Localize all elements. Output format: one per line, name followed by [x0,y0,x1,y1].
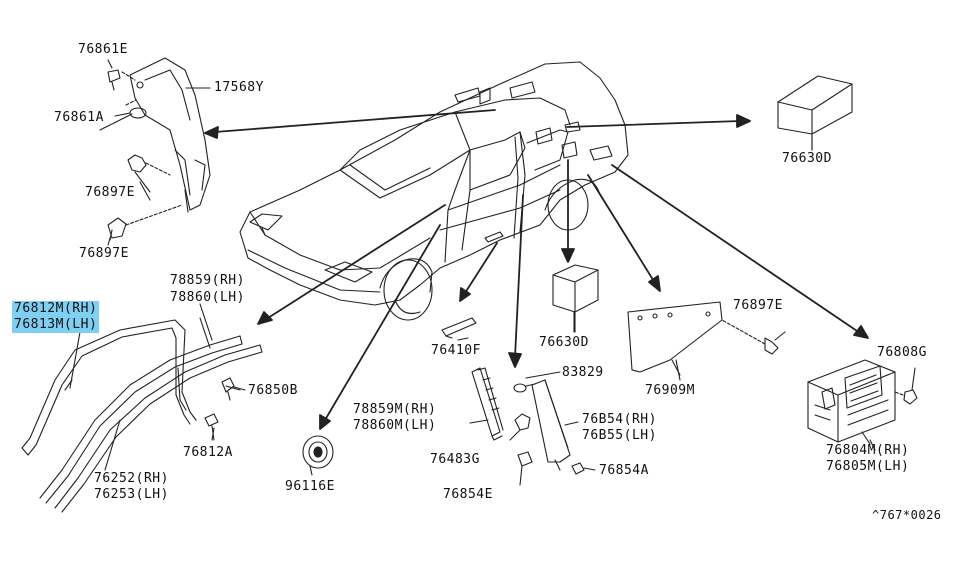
clip-83829 [513,371,561,393]
label-76B55-lh[interactable]: 76B55(LH) [582,428,657,443]
label-76850B[interactable]: 76850B [248,383,298,398]
label-78860M-lh[interactable]: 78860M(LH) [353,418,437,433]
clip-76897E-upper [127,154,171,193]
screw-76850B [221,377,246,401]
label-76805M-lh[interactable]: 76805M(LH) [826,459,910,474]
clip-76897E-right [721,319,786,355]
block-76630D-upper [777,75,853,151]
panel-76909M [627,301,723,376]
diagram-code: ^767*0026 [872,508,942,522]
label-78859M-rh[interactable]: 78859M(RH) [353,402,437,417]
label-76B54-rh[interactable]: 76B54(RH) [582,412,657,427]
trim-76B54 [531,379,579,471]
label-76630D-upper[interactable]: 76630D [782,151,832,166]
seal-78859M [469,367,504,441]
label-76630D-lower[interactable]: 76630D [539,335,589,350]
car-body-outline [239,61,629,321]
label-96116E[interactable]: 96116E [285,479,335,494]
grommet-96116E [302,435,334,476]
leader-lines [69,59,871,471]
pad-76410F [441,317,477,339]
clip-76854E [517,451,533,486]
moulding-76252 [54,344,263,513]
label-76812M-rh-selected[interactable]: 76812M(RH) [12,301,100,317]
label-76854E[interactable]: 76854E [443,487,493,502]
label-76804M-rh[interactable]: 76804M(RH) [826,443,910,458]
nut-76483G [509,413,531,441]
moulding-78859 [39,317,243,504]
label-76897E-right[interactable]: 76897E [733,298,783,313]
label-76897E-lower[interactable]: 76897E [79,246,129,261]
label-76861A[interactable]: 76861A [54,110,104,125]
label-76909M[interactable]: 76909M [645,383,695,398]
label-76897E-upper[interactable]: 76897E [85,185,135,200]
label-76861E[interactable]: 76861E [78,42,128,57]
label-17568Y[interactable]: 17568Y [214,80,264,95]
label-76252-rh[interactable]: 76252(RH) [94,471,169,486]
label-76812A[interactable]: 76812A [183,445,233,460]
label-83829[interactable]: 83829 [562,365,604,380]
callout-arrows [204,109,869,430]
clip-76897E-lower [107,204,183,246]
clip-76861E [107,69,121,91]
label-76808G[interactable]: 76808G [877,345,927,360]
label-76410F[interactable]: 76410F [431,343,481,358]
clip-76861A [114,107,147,119]
block-76630D-lower [552,264,599,333]
clip-76854A [571,462,596,475]
bracket-17568Y [121,57,211,213]
label-78859-rh[interactable]: 78859(RH) [170,273,245,288]
weatherstrip-76812M [21,319,197,456]
label-76253-lh[interactable]: 76253(LH) [94,487,169,502]
screw-76812A [204,413,219,441]
label-76854A[interactable]: 76854A [599,463,649,478]
label-76813M-lh-selected[interactable]: 76813M(LH) [12,317,100,333]
vent-76804M [807,359,896,451]
label-76483G[interactable]: 76483G [430,452,480,467]
label-78860-lh[interactable]: 78860(LH) [170,290,245,305]
clip-76808G [894,367,918,405]
